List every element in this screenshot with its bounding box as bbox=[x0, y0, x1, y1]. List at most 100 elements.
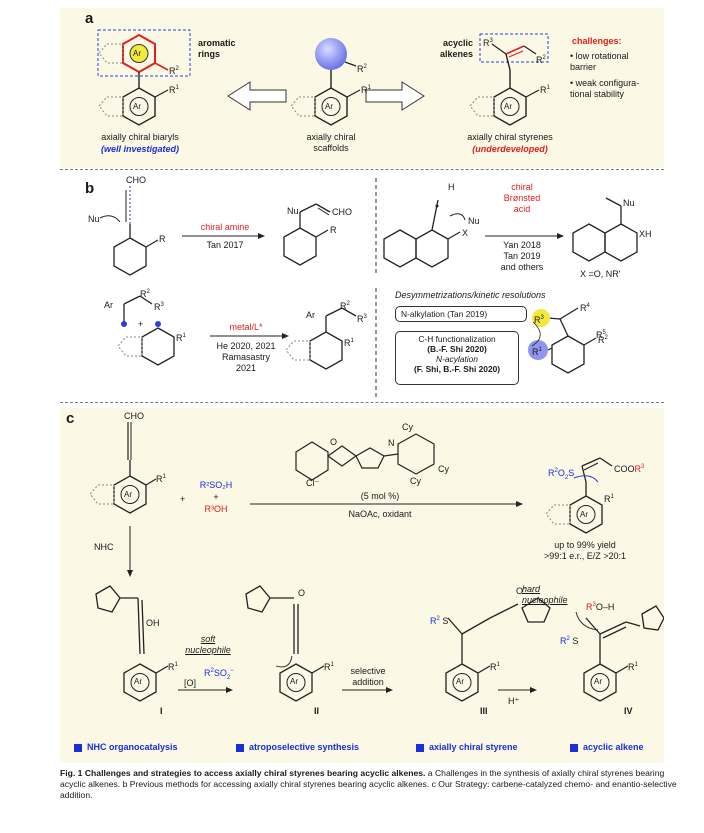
nu-label: Nu bbox=[88, 214, 100, 224]
selective-addition-label: selective addition bbox=[350, 666, 386, 687]
challenge-item: • weak configura-tional stability bbox=[570, 78, 640, 99]
intermediate-label: I bbox=[160, 706, 163, 716]
figure-caption: Fig. 1 Challenges and strategies to acce… bbox=[60, 768, 680, 801]
caption-body: a Challenges in the synthesis of axially… bbox=[60, 768, 677, 800]
sulfonyl-label: R2 S bbox=[560, 636, 579, 646]
desym-title: Desymmetrizations/kinetic resolutions bbox=[395, 290, 546, 300]
tan2017-label: Tan 2017 bbox=[206, 240, 244, 250]
plus-sign: + bbox=[180, 494, 186, 504]
h-label: H bbox=[448, 182, 455, 192]
r-label: R bbox=[330, 225, 337, 235]
panel-b-structures bbox=[99, 178, 638, 398]
o-label: O bbox=[330, 437, 338, 447]
oxidant-step: [O] bbox=[184, 678, 197, 688]
legend-marker bbox=[416, 744, 424, 752]
nu-label: Nu bbox=[468, 216, 480, 226]
legend-marker bbox=[74, 744, 82, 752]
r1-label: R1 bbox=[628, 662, 638, 672]
styrenes-status: (underdeveloped) bbox=[472, 144, 548, 154]
ar-label: Ar bbox=[580, 510, 588, 519]
cy-label: Cy bbox=[410, 476, 421, 486]
intermediate-label: III bbox=[480, 706, 488, 716]
panel-label: c bbox=[66, 410, 75, 427]
chiral-bronsted-label: chiral Brønsted acid bbox=[503, 182, 541, 214]
r1-label: R1 bbox=[604, 494, 614, 504]
r2-label: R2 bbox=[357, 64, 367, 74]
ester-label: COOR3 bbox=[614, 464, 645, 474]
n-alkylation-box: N-alkylation (Tan 2019) bbox=[395, 306, 527, 322]
ar-label: Ar bbox=[456, 677, 464, 686]
f-shi-text: (F. Shi, B.-F. Shi 2020) bbox=[413, 364, 501, 374]
yan-refs-label: Yan 2018 Tan 2019 and others bbox=[500, 240, 544, 272]
panel-c-structures bbox=[89, 422, 664, 702]
r1-label: R1 bbox=[156, 474, 166, 484]
ch-func-text: C-H functionalization bbox=[418, 334, 496, 344]
legend-label: NHC organocatalysis bbox=[87, 742, 178, 752]
plus-sign: + bbox=[138, 319, 144, 329]
ar-label: Ar bbox=[134, 677, 142, 686]
alcohol-label: R3O–H bbox=[586, 602, 615, 612]
x-definition: X =O, NR' bbox=[580, 269, 621, 279]
section-divider bbox=[60, 402, 664, 403]
scaffolds-caption: axially chiral scaffolds bbox=[306, 132, 356, 153]
n-alkylation-text: N-alkylation (Tan 2019) bbox=[401, 309, 488, 319]
styrenes-caption: axially chiral styrenes bbox=[467, 132, 553, 142]
r3-label: R3 bbox=[483, 38, 493, 48]
metal-label: metal/L* bbox=[229, 322, 263, 332]
xh-label: XH bbox=[639, 229, 652, 239]
legend-marker bbox=[570, 744, 578, 752]
sulfonyl-label: R2O2S bbox=[548, 468, 575, 481]
r1-label: R1 bbox=[490, 662, 500, 672]
r2-label: R2 bbox=[169, 66, 179, 76]
r-label: R bbox=[159, 234, 166, 244]
r5-label: R5 bbox=[596, 330, 606, 340]
ar-label: Ar bbox=[104, 300, 113, 310]
r2-label: R2 bbox=[140, 289, 150, 299]
cho-label: CHO bbox=[124, 411, 144, 421]
r1-label: R1 bbox=[324, 662, 334, 672]
nu-label: Nu bbox=[623, 198, 635, 208]
r1-label: R1 bbox=[169, 85, 179, 95]
plus-sign: + bbox=[213, 492, 219, 502]
biaryls-caption: axially chiral biaryls bbox=[101, 132, 179, 142]
catalyst-loading: (5 mol %) bbox=[360, 491, 400, 501]
r1-label: R1 bbox=[532, 347, 542, 357]
caption-lead: Fig. 1 Challenges and strategies to acce… bbox=[60, 768, 426, 778]
panel-label: a bbox=[85, 10, 94, 27]
ar-label: Ar bbox=[290, 677, 298, 686]
r2-label: R2 bbox=[536, 55, 546, 65]
panel-label: b bbox=[85, 180, 95, 197]
challenge-item: • low rotational barrier bbox=[570, 51, 629, 72]
r1-label: R1 bbox=[168, 662, 178, 672]
nhc-label: NHC bbox=[94, 542, 114, 552]
panel-c: c bbox=[60, 408, 664, 763]
conditions: NaOAc, oxidant bbox=[348, 509, 412, 519]
legend-label: atroposelective synthesis bbox=[249, 742, 360, 752]
cho-label: CHO bbox=[126, 175, 146, 185]
ar-label: Ar bbox=[306, 310, 315, 320]
panel-b: b bbox=[60, 175, 664, 399]
cho-label: CHO bbox=[332, 207, 352, 217]
x-label: X bbox=[462, 228, 469, 238]
r2-label: R2 bbox=[598, 335, 608, 345]
r1-label: R1 bbox=[361, 85, 371, 95]
intermediate-label: II bbox=[314, 706, 320, 716]
cy-label: Cy bbox=[402, 422, 413, 432]
ar-label: Ar bbox=[124, 490, 132, 499]
legend-label: acyclic alkene bbox=[583, 742, 644, 752]
reagent-alcohol: R³OH bbox=[204, 504, 228, 514]
legend-marker bbox=[236, 744, 244, 752]
soft-nucleophile-label: soft nucleophile bbox=[185, 634, 231, 655]
metal-refs-label: He 2020, 2021 Ramasastry 2021 bbox=[216, 341, 276, 373]
cy-label: Cy bbox=[438, 464, 449, 474]
r3-label: R3 bbox=[534, 315, 544, 325]
o-label: O bbox=[298, 588, 306, 598]
acyclic-alkenes-label: acyclic alkenes bbox=[440, 38, 474, 59]
o-minus-label: O− bbox=[516, 586, 527, 596]
chiral-amine-label: chiral amine bbox=[200, 222, 250, 232]
ch-functionalization-box: C-H functionalization (B.-F. Shi 2020) N… bbox=[395, 331, 519, 385]
panel-a: a bbox=[60, 8, 664, 168]
r1-label: R1 bbox=[176, 333, 186, 343]
ar-label: Ar bbox=[133, 102, 141, 111]
ar-label: Ar bbox=[504, 102, 512, 111]
